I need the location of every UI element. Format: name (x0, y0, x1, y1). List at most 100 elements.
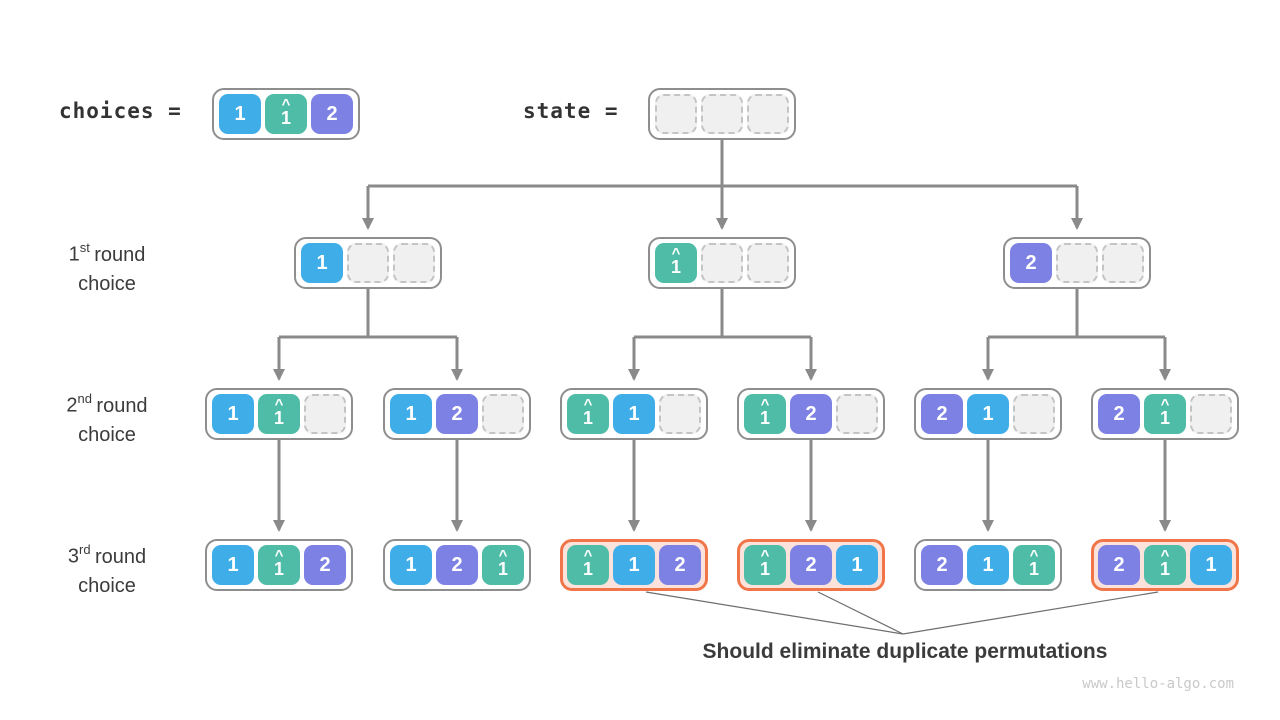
cell-1: 1 (212, 394, 254, 434)
state-node-l3-1: 1 ^1 2 (205, 539, 353, 591)
choices-box: 1 ^1 2 (212, 88, 360, 140)
cell-1-hat: ^1 (567, 545, 609, 585)
state-node-l1-1: 1 (294, 237, 442, 289)
cell-2: 2 (311, 94, 353, 134)
cell-1: 1 (212, 545, 254, 585)
cell-empty (347, 243, 389, 283)
cell-2: 2 (436, 394, 478, 434)
cell-empty (659, 394, 701, 434)
cell-1-hat: ^1 (567, 394, 609, 434)
cell-1: 1 (967, 545, 1009, 585)
cell-1-hat: ^1 (265, 94, 307, 134)
cell-empty (701, 243, 743, 283)
cell-1-hat: ^1 (1144, 545, 1186, 585)
hat-glyph: ^1 (273, 547, 284, 579)
cell-1-hat: ^1 (744, 394, 786, 434)
cell-2: 2 (921, 394, 963, 434)
choices-label: choices = (59, 99, 182, 123)
cell-empty (482, 394, 524, 434)
state-node-l3-6: 2 ^1 1 (1091, 539, 1239, 591)
cell-empty (747, 243, 789, 283)
round-3-text-line2: choice (78, 574, 136, 597)
cell-2: 2 (790, 394, 832, 434)
cell-empty (1190, 394, 1232, 434)
hat-glyph: ^1 (582, 547, 593, 579)
cell-2: 2 (790, 545, 832, 585)
cell-2: 2 (1010, 243, 1052, 283)
round-2-text-line2: choice (78, 423, 136, 446)
hat-glyph: ^1 (497, 547, 508, 579)
watermark: www.hello-algo.com (1082, 676, 1234, 692)
cell-1-hat: ^1 (482, 545, 524, 585)
cell-empty (393, 243, 435, 283)
state-label: state = (523, 99, 619, 123)
hat-glyph: ^1 (582, 396, 593, 428)
hat-glyph: ^1 (670, 245, 681, 277)
round-1-text-line2: choice (78, 272, 136, 295)
cell-empty (1056, 243, 1098, 283)
duplicate-callout-lines (645, 591, 1159, 635)
cell-1: 1 (390, 545, 432, 585)
round-2-text: round (96, 394, 148, 417)
cell-1: 1 (836, 545, 878, 585)
cell-empty (836, 394, 878, 434)
state-node-l1-2: ^1 (648, 237, 796, 289)
cell-empty (655, 94, 697, 134)
cell-empty (304, 394, 346, 434)
state-node-l2-6: 2 ^1 (1091, 388, 1239, 440)
hat-glyph: ^1 (1159, 396, 1170, 428)
hat-glyph: ^1 (759, 396, 770, 428)
level2-arrows (273, 440, 1171, 532)
round-3-ordinal: 3 (67, 545, 79, 568)
round-1-suffix: st (79, 240, 90, 255)
cell-1: 1 (390, 394, 432, 434)
cell-1-hat: ^1 (258, 545, 300, 585)
state-node-l2-4: ^1 2 (737, 388, 885, 440)
cell-2: 2 (1098, 394, 1140, 434)
state-node-l1-3: 2 (1003, 237, 1151, 289)
cell-2: 2 (304, 545, 346, 585)
round-3-suffix: rd (79, 542, 91, 557)
cell-1-hat: ^1 (1144, 394, 1186, 434)
cell-1: 1 (1190, 545, 1232, 585)
cell-empty (1013, 394, 1055, 434)
state-node-l2-1: 1 ^1 (205, 388, 353, 440)
root-branch (362, 140, 1083, 230)
round-1-ordinal: 1 (68, 243, 80, 266)
hat-glyph: ^1 (759, 547, 770, 579)
cell-1: 1 (219, 94, 261, 134)
round-3-text: round (94, 545, 147, 568)
state-box (648, 88, 796, 140)
hat-glyph: ^1 (273, 396, 284, 428)
cell-1-hat: ^1 (1013, 545, 1055, 585)
cell-1: 1 (967, 394, 1009, 434)
hat-glyph: ^1 (280, 96, 291, 128)
cell-1-hat: ^1 (258, 394, 300, 434)
cell-1: 1 (613, 545, 655, 585)
caption-eliminate-duplicates: Should eliminate duplicate permutations (702, 640, 1108, 663)
cell-2: 2 (436, 545, 478, 585)
hat-glyph: ^1 (1159, 547, 1170, 579)
round-2-ordinal: 2 (66, 394, 78, 417)
level1-branches (273, 289, 1171, 381)
cell-1-hat: ^1 (744, 545, 786, 585)
cell-empty (701, 94, 743, 134)
cell-1: 1 (301, 243, 343, 283)
cell-empty (747, 94, 789, 134)
cell-1-hat: ^1 (655, 243, 697, 283)
round-2-suffix: nd (77, 391, 93, 406)
round-1-text: round (94, 243, 146, 266)
cell-2: 2 (1098, 545, 1140, 585)
hat-glyph: ^1 (1028, 547, 1039, 579)
